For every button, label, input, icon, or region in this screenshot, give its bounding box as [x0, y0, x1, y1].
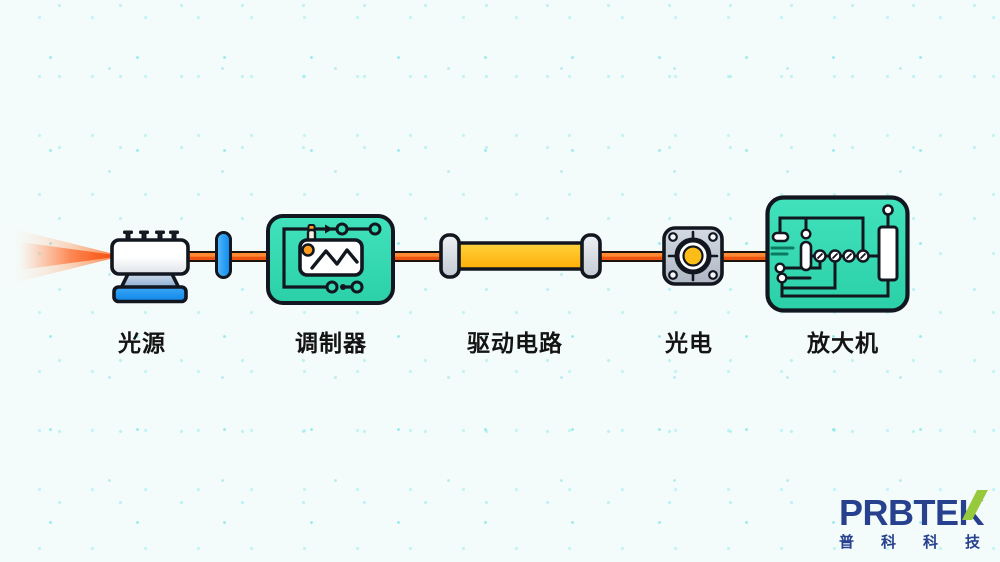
- brand-text: PRBTEK: [838, 492, 985, 533]
- fuse-body: [446, 241, 595, 271]
- brand-logo: PRBTEK 普科科技: [838, 490, 988, 552]
- trace-node: [350, 280, 364, 294]
- circuit-node: [774, 262, 786, 274]
- resistor-vertical-large: [877, 225, 899, 282]
- solder-dashes: [770, 246, 795, 256]
- circuit-node: [800, 228, 812, 240]
- light-source-body-highlight: [117, 244, 183, 258]
- beam-inner-cone: [20, 242, 122, 270]
- trace-arrow: [325, 224, 333, 234]
- detector-sensor: [682, 245, 704, 267]
- resistor-vertical-small: [799, 240, 813, 272]
- indicator-led: [301, 243, 315, 257]
- trace-node: [335, 222, 349, 236]
- stage-label-photoelectric: 光电: [665, 330, 713, 356]
- photoelectric-device: [662, 226, 724, 286]
- brand-subtitle: 普科科技: [838, 534, 1000, 551]
- circuit-node: [882, 204, 894, 216]
- stage-label-amplifier: 放大机: [807, 330, 879, 356]
- amplifier-device: [765, 195, 910, 313]
- housing-screws: [668, 232, 718, 280]
- trace-node: [325, 280, 339, 294]
- stage-label-modulator: 调制器: [295, 330, 367, 356]
- fuse-end-cap-right: [580, 233, 602, 279]
- light-beam: [10, 228, 122, 284]
- waveform-zigzag: [310, 248, 359, 270]
- brand-wordmark: PRBTEK: [838, 490, 988, 533]
- light-source-device: [110, 230, 190, 304]
- light-source-base: [112, 285, 188, 304]
- fuse-end-cap-left: [439, 233, 461, 279]
- modulator-device: [266, 214, 395, 305]
- trace-dot: [340, 284, 346, 290]
- trace-node: [368, 222, 382, 236]
- drive-circuit-device: [439, 233, 602, 279]
- capacitor-horizontal: [771, 231, 790, 243]
- stage-label-light-source: 光源: [118, 330, 166, 356]
- connector-pins: [123, 230, 179, 242]
- circuit-node: [776, 272, 788, 284]
- stage-label-drive-circuit: 驱动电路: [467, 330, 563, 356]
- transistor-nodes: [813, 249, 870, 263]
- lens-element: [215, 231, 232, 279]
